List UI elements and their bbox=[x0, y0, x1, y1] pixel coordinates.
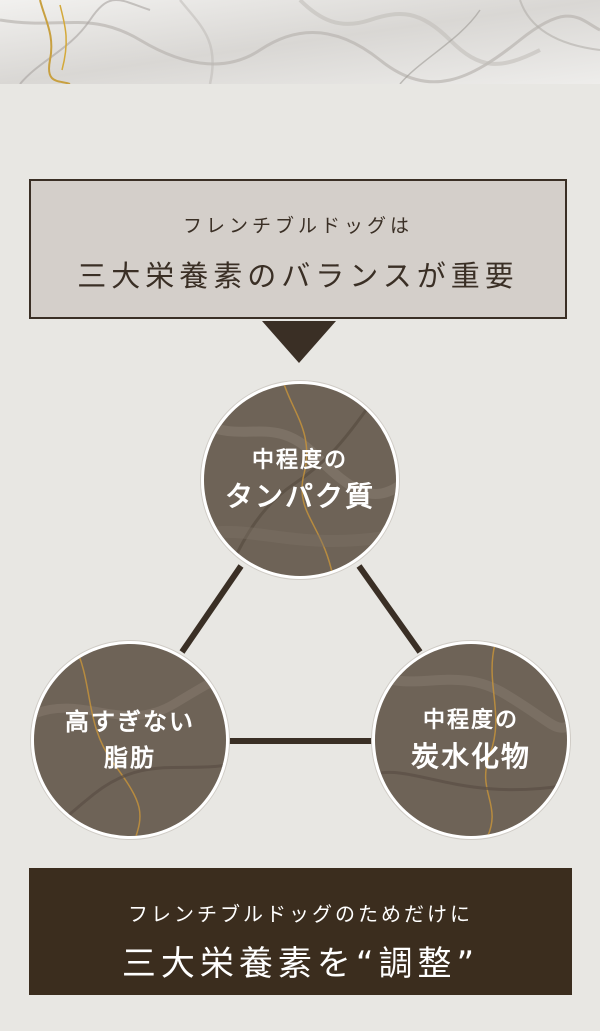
nutrient-label-line1: 高すぎない bbox=[65, 708, 195, 736]
connector-top-left bbox=[179, 564, 244, 654]
connector-top-right bbox=[356, 564, 423, 654]
nutrient-circle-carbohydrate: 中程度の 炭水化物 bbox=[372, 641, 570, 839]
footer-box: フレンチブルドッグのためだけに 三大栄養素を“調整” bbox=[29, 868, 572, 995]
marble-texture-banner bbox=[0, 0, 600, 84]
nutrient-label-line1: 中程度の bbox=[251, 448, 348, 473]
nutrient-label-line1: 中程度の bbox=[422, 708, 519, 733]
footer-subtitle: フレンチブルドッグのためだけに bbox=[128, 902, 473, 926]
marble-texture bbox=[34, 644, 226, 836]
nutrient-circle-fat: 高すぎない 脂肪 bbox=[31, 641, 229, 839]
footer-title: 三大栄養素を“調整” bbox=[121, 944, 480, 984]
headline-subtitle: フレンチブルドッグは bbox=[182, 215, 413, 237]
marble-texture bbox=[375, 644, 567, 836]
marble-texture bbox=[204, 384, 396, 576]
nutrient-label-line2: 炭水化物 bbox=[410, 740, 531, 773]
nutrient-circle-protein: 中程度の タンパク質 bbox=[201, 381, 399, 579]
nutrient-label-line2: タンパク質 bbox=[224, 480, 375, 513]
headline-box: フレンチブルドッグは 三大栄養素のバランスが重要 bbox=[29, 179, 567, 319]
down-pointer-triangle bbox=[262, 321, 336, 363]
nutrient-label-line2: 脂肪 bbox=[104, 744, 156, 772]
headline-title: 三大栄養素のバランスが重要 bbox=[77, 259, 519, 293]
